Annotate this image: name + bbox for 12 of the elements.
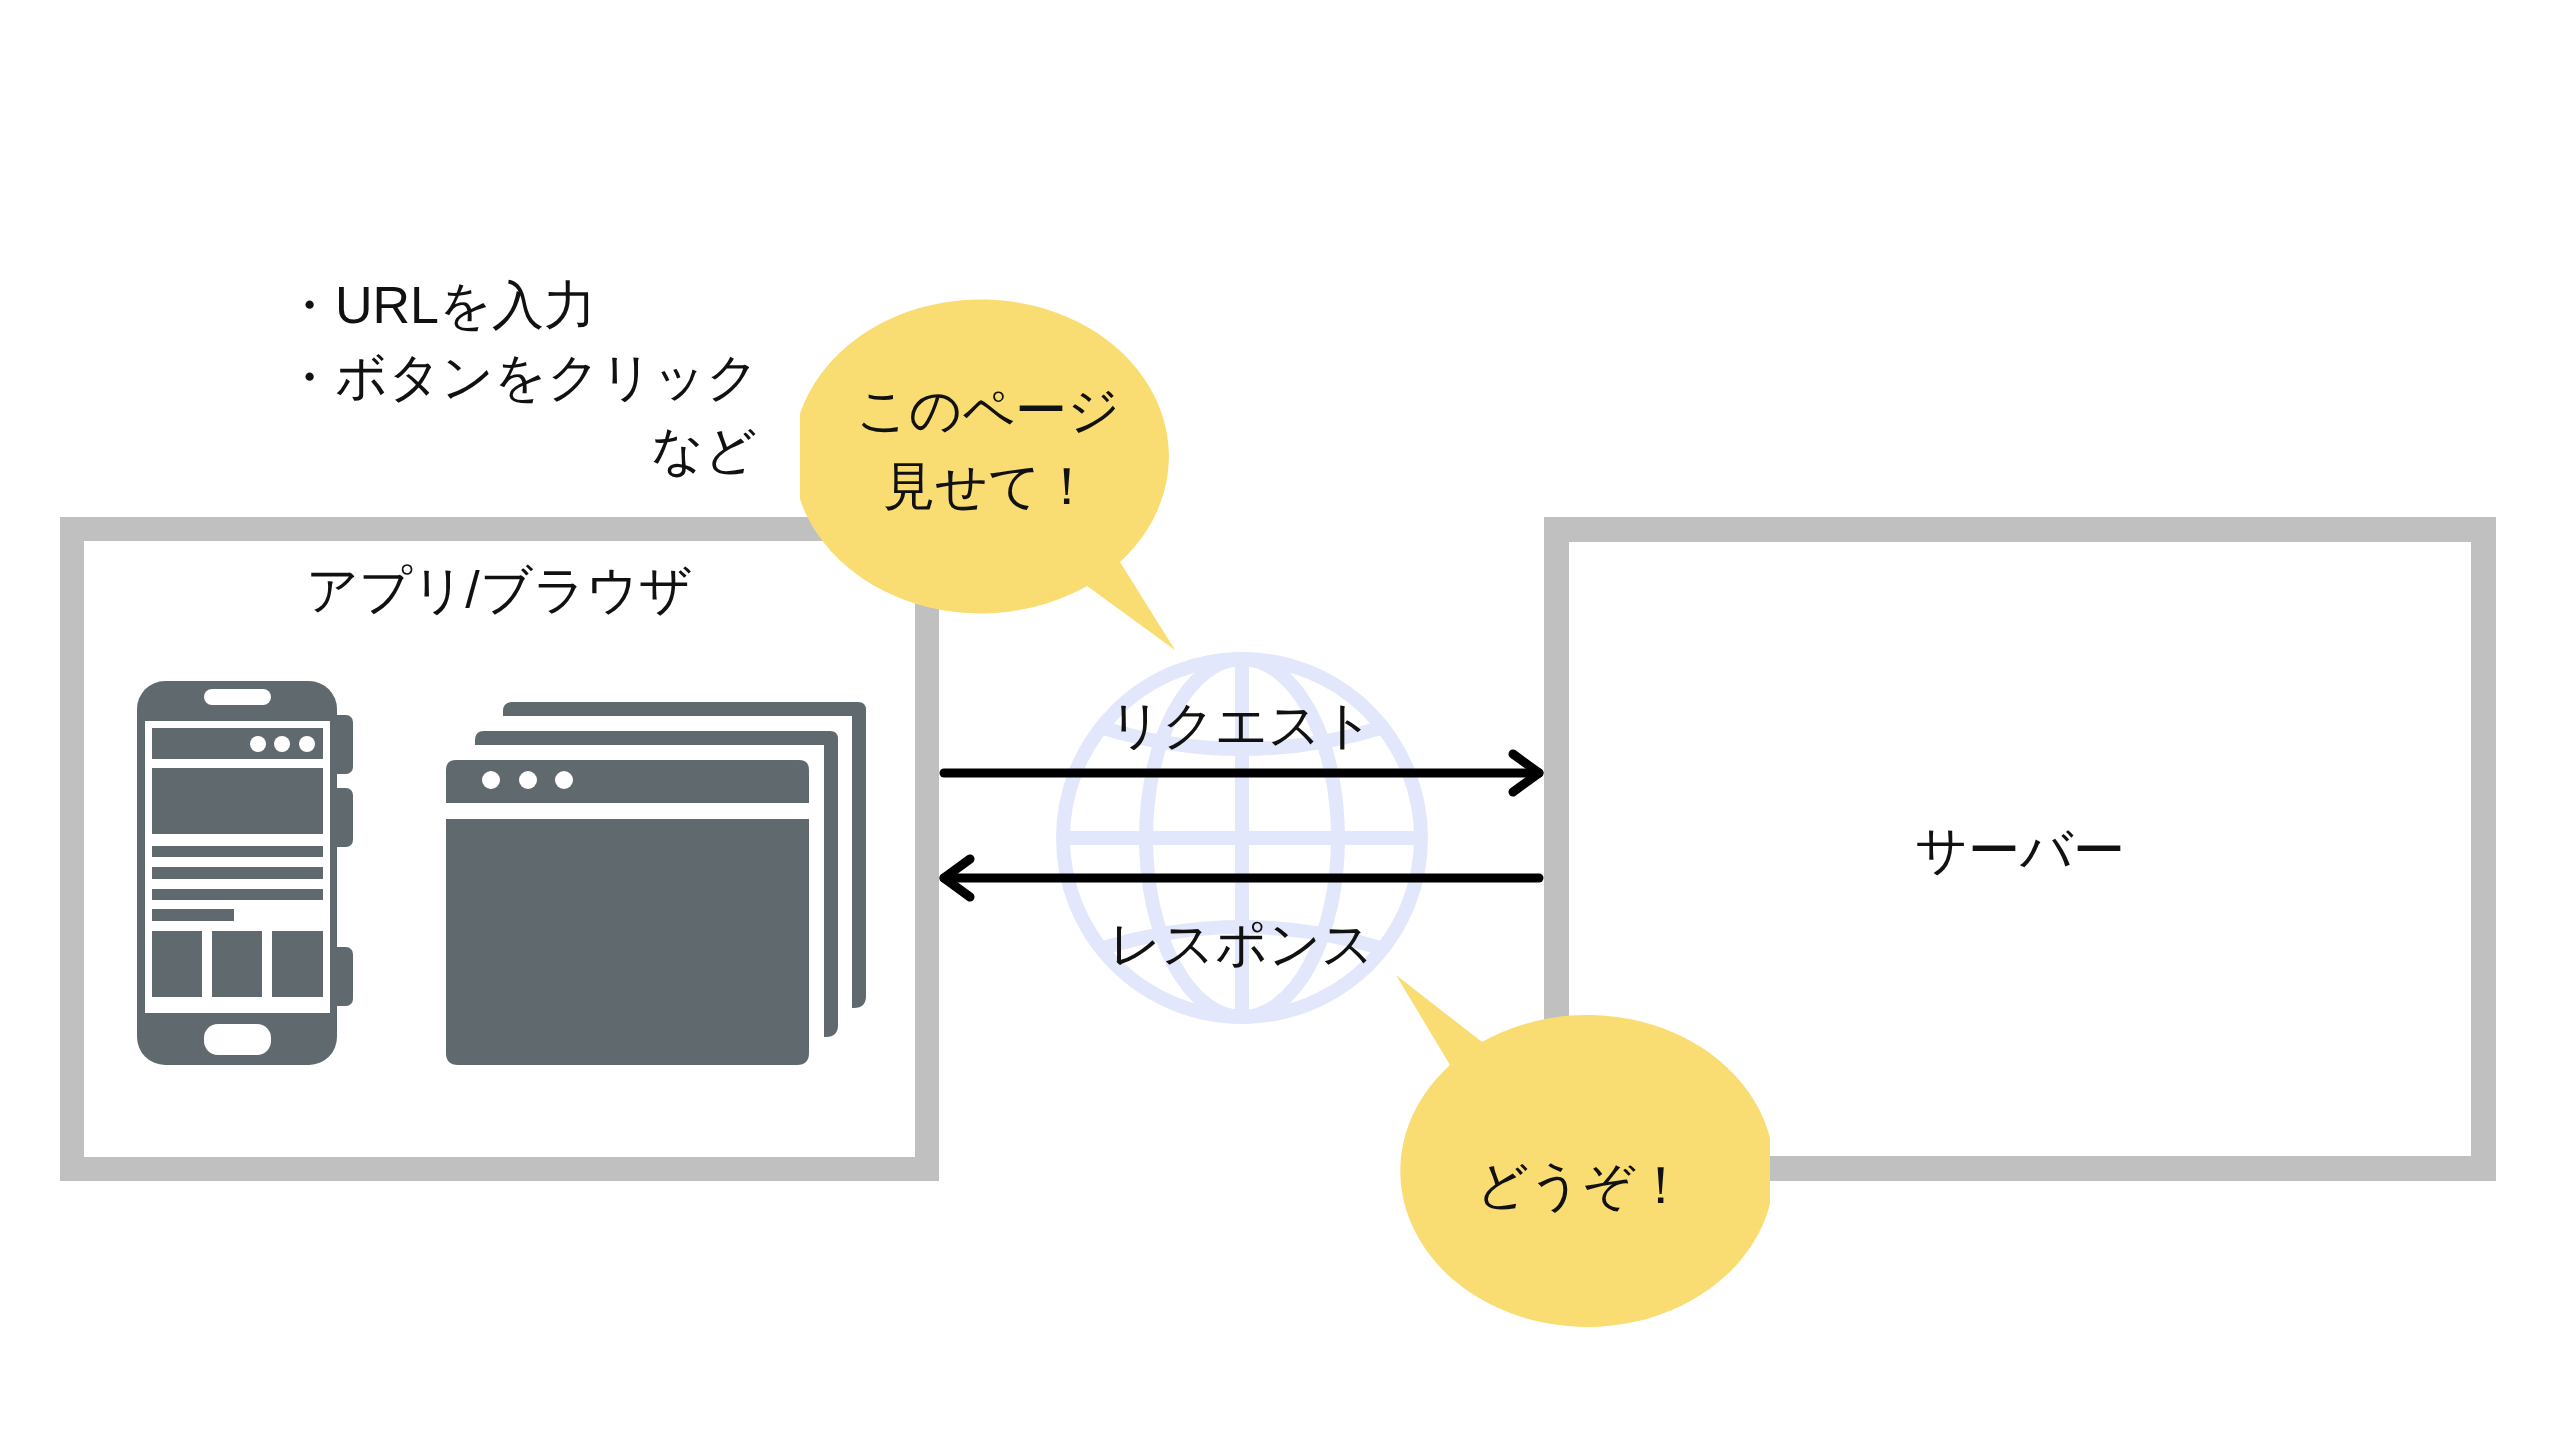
bubble-text: このページ見せて！ [855, 380, 1121, 517]
edge-label: レスポンス [1109, 914, 1374, 975]
box-title: アプリ/ブラウザ [306, 560, 692, 621]
bubble-text: どうぞ！ [1474, 1155, 1688, 1216]
edge-label: リクエスト [1109, 695, 1374, 756]
list-item: ・ボタンをクリック [283, 347, 759, 408]
client-box [60, 517, 939, 1181]
box-label: サーバー [1915, 820, 2125, 881]
arrow [939, 854, 1544, 902]
note-text: など [651, 420, 757, 481]
list-item: ・URLを入力 [283, 275, 597, 336]
arrow [939, 749, 1544, 797]
